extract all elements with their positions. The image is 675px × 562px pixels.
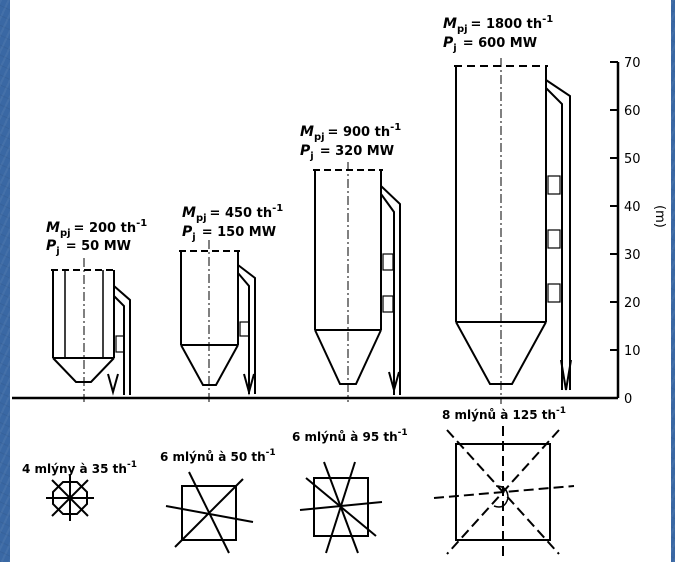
- boiler-1-mass-flow: Mpj= 200 th-1: [46, 218, 147, 239]
- mill-caption-1: 4 mlýny à 35 th-1: [22, 460, 137, 476]
- tick-20: 20: [624, 296, 641, 311]
- mill-layout-4: [433, 426, 575, 558]
- tick-50: 50: [624, 152, 641, 167]
- tick-60: 60: [624, 104, 641, 119]
- boiler-1-power: Pj= 50 MW: [46, 238, 131, 257]
- tick-40: 40: [624, 200, 641, 215]
- boiler-3-power: Pj= 320 MW: [300, 143, 394, 162]
- tick-10: 10: [624, 344, 641, 359]
- mill-caption-2: 6 mlýnů à 50 th-1: [160, 448, 276, 464]
- diagram-panel: Mpj= 200 th-1 Pj= 50 MW Mpj= 450 th-1 Pj…: [10, 0, 671, 562]
- boiler-4-mass-flow: Mpj= 1800 th-1: [443, 14, 553, 35]
- mill-layout-1: [46, 475, 94, 521]
- tick-70: 70: [624, 56, 641, 71]
- axis-unit-label: (m): [652, 205, 667, 228]
- tick-0: 0: [624, 392, 632, 407]
- height-axis: [610, 61, 620, 398]
- boiler-320mw: [313, 162, 401, 402]
- boiler-2-power: Pj= 150 MW: [182, 224, 276, 243]
- boiler-150mw: [179, 240, 256, 403]
- mill-layout-3: [299, 461, 383, 554]
- mill-caption-3: 6 mlýnů à 95 th-1: [292, 428, 408, 444]
- tick-30: 30: [624, 248, 641, 263]
- boiler-2-mass-flow: Mpj= 450 th-1: [182, 203, 283, 224]
- boiler-4-power: Pj= 600 MW: [443, 35, 537, 54]
- boiler-3-mass-flow: Mpj= 900 th-1: [300, 122, 401, 143]
- boiler-600mw: [454, 58, 572, 404]
- boiler-size-diagram: Mpj= 200 th-1 Pj= 50 MW Mpj= 450 th-1 Pj…: [12, 14, 667, 558]
- mill-caption-4: 8 mlýnů à 125 th-1: [442, 406, 566, 422]
- mill-layout-2: [165, 471, 254, 554]
- boiler-50mw: [51, 258, 131, 402]
